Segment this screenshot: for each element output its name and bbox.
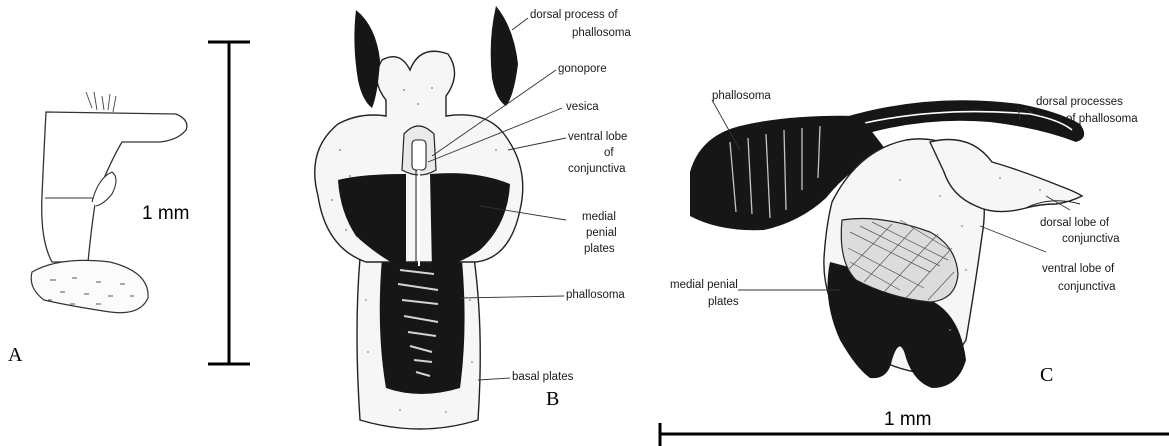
specimen-b-drawing (315, 6, 523, 429)
label-c-ventral-lobe-2: conjunctiva (1058, 281, 1116, 293)
panel-label-c: C (1040, 364, 1053, 386)
label-c-dorsal-processes: dorsal processes (1036, 96, 1123, 108)
label-b-gonopore: gonopore (558, 63, 607, 75)
scale-label-horizontal: 1 mm (884, 409, 932, 430)
scale-bar-vertical (208, 42, 250, 364)
label-b-medial-penial: medial (582, 211, 616, 223)
label-b-vesica: vesica (566, 101, 599, 113)
label-c-phallosoma: phallosoma (712, 90, 771, 102)
label-b-ventral-lobe: ventral lobe (568, 131, 627, 143)
label-b-ventral-lobe-2: of (604, 147, 614, 159)
label-c-dorsal-processes-2: of phallosoma (1066, 113, 1138, 125)
panel-label-a: A (8, 344, 23, 366)
label-b-basal-plates: basal plates (512, 371, 574, 383)
label-b-medial-penial-3: plates (584, 243, 615, 255)
label-c-dorsal-lobe: dorsal lobe of (1040, 217, 1110, 229)
scale-label-vertical: 1 mm (142, 203, 190, 224)
label-b-ventral-lobe-3: conjunctiva (568, 163, 626, 175)
label-b-phallosoma: phallosoma (566, 289, 625, 301)
label-c-medial-penial: medial penial (670, 279, 738, 291)
label-b-dorsal-process: dorsal process of (530, 9, 618, 21)
label-b-medial-penial-2: penial (586, 227, 617, 239)
panel-label-b: B (546, 388, 559, 410)
label-c-dorsal-lobe-2: conjunctiva (1062, 233, 1120, 245)
label-c-ventral-lobe: ventral lobe of (1042, 263, 1115, 275)
label-b-dorsal-process-2: phallosoma (572, 27, 631, 39)
label-c-medial-penial-2: plates (708, 296, 739, 308)
